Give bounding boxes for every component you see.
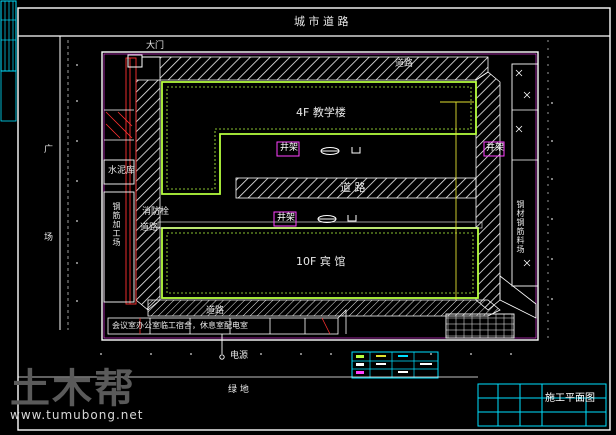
building-10f (161, 227, 479, 299)
edge-ticks (76, 64, 553, 355)
label-road-bottom: 道路 (206, 306, 225, 316)
label-gate: 大门 (146, 41, 165, 51)
left-storage (125, 57, 137, 305)
label-power: 电源 (230, 351, 249, 361)
label-fire-hydrant: 消防栓 (142, 207, 170, 217)
red-hatch-left (105, 111, 133, 139)
watermark-logo: 土木帮 (10, 365, 136, 412)
office-row-red (139, 317, 331, 335)
left-cyan-strip (0, 0, 17, 122)
label-left-vertical: 钢筋加工场 (112, 202, 121, 247)
label-square-1: 广 (44, 145, 54, 155)
label-shaft-2: 井架 (277, 213, 296, 223)
equipment-symbols (317, 147, 361, 223)
watermark-url: www.tumubong.net (10, 408, 144, 422)
right-facility (511, 63, 539, 287)
building-4f (161, 81, 477, 195)
label-road-inner-top: 道路 (395, 59, 414, 69)
brick-area (445, 313, 515, 339)
outer-frame (17, 7, 611, 431)
label-road-left: 道路 (140, 223, 159, 233)
power-line (200, 334, 244, 360)
shaft-box-2 (273, 211, 297, 227)
rebar-yard-box (103, 191, 135, 303)
shaft-box-3 (483, 141, 505, 157)
label-road-top: 城 市 道 路 (294, 15, 349, 28)
road-middle-hatch (235, 177, 477, 199)
right-tree-marks (515, 69, 531, 267)
label-green: 绿 地 (228, 385, 249, 395)
label-shaft-3: 井架 (486, 143, 505, 153)
gate-box (127, 54, 143, 68)
label-building-10f: 10F 宾 馆 (296, 255, 346, 268)
road-top-hatch (159, 56, 489, 81)
legend-table (351, 351, 439, 379)
label-water-storage: 水泥库 (108, 166, 136, 176)
drawing-title: 施工平面图 (545, 393, 595, 404)
label-office-row: 会议室办公室临工宿舍，休息室配电室 (112, 321, 248, 330)
label-square-2: 场 (44, 233, 54, 243)
label-road-middle: 道 路 (340, 181, 366, 194)
shaft-box-1 (276, 141, 300, 157)
label-shaft-1: 井架 (280, 143, 299, 153)
road-bottom-hatch (147, 299, 501, 317)
label-right-vertical: 钢材钢筋料场 (516, 200, 525, 254)
label-building-4f: 4F 教学楼 (296, 106, 346, 119)
road-right-hatch (475, 71, 501, 311)
road-left-hatch (135, 79, 161, 311)
water-storage-box (103, 159, 135, 185)
title-block (477, 383, 607, 427)
office-row-boxes (107, 309, 347, 335)
